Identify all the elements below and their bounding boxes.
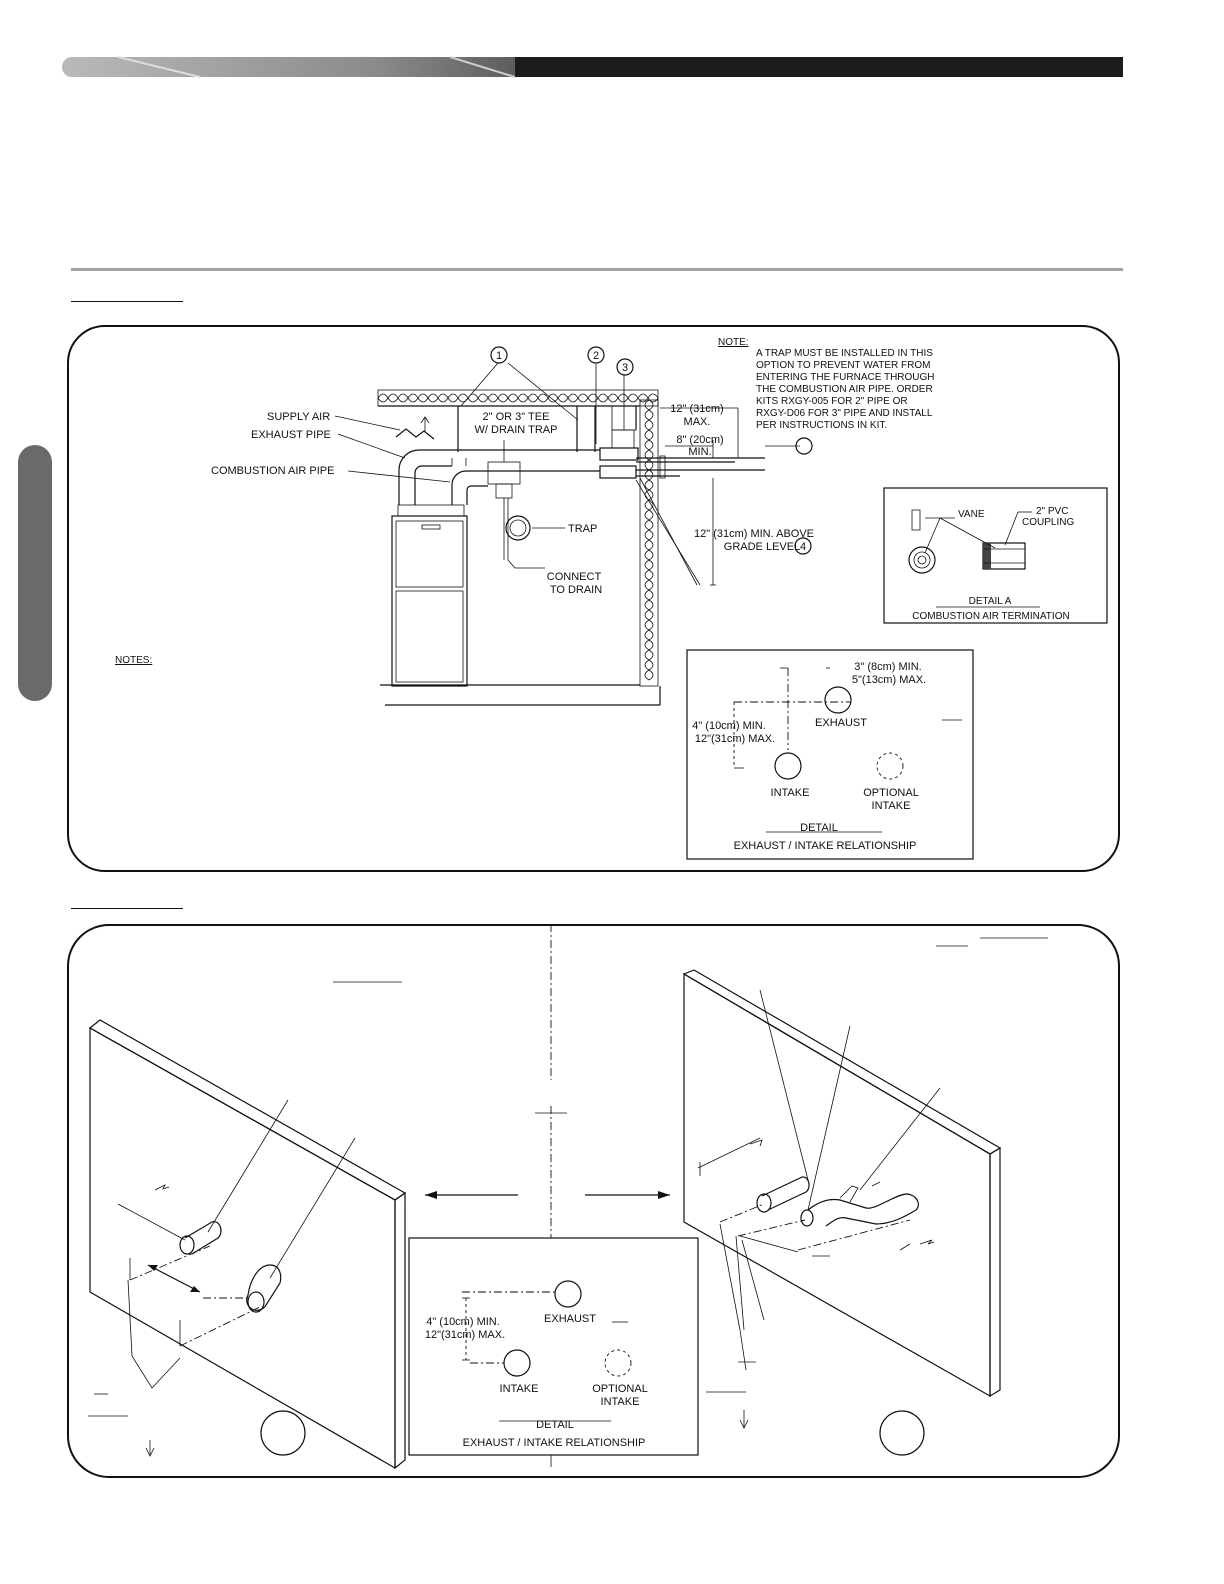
rel1-subtitle: EXHAUST / INTAKE RELATIONSHIP <box>734 840 917 852</box>
rel2-optional-line1: OPTIONAL <box>592 1383 648 1395</box>
rel2-vertical-line1: 4" (10cm) MIN. <box>426 1316 500 1328</box>
rel1-spacing-line1: 3" (8cm) MIN. <box>854 661 921 673</box>
wall-insulation <box>639 399 659 687</box>
header-banner <box>62 56 1123 78</box>
relationship-detail-box-1: 3" (8cm) MIN. 5"(13cm) MAX. EXHAUST 4" (… <box>686 649 974 860</box>
rel1-intake: INTAKE <box>771 787 810 799</box>
min8-label-line1: 8" (20cm) <box>676 434 723 446</box>
tee-label-line1: 2" OR 3" TEE <box>483 411 550 423</box>
marker-2 <box>587 346 605 364</box>
rel2-title: DETAIL <box>536 1419 574 1431</box>
rel1-vertical-line1: 4" (10cm) MIN. <box>692 720 766 732</box>
rel1-optional-line2: INTAKE <box>872 800 911 812</box>
marker-3-label: 3 <box>622 362 628 374</box>
max12-label-line2: MAX. <box>684 416 711 428</box>
side-tab <box>18 445 52 701</box>
note-line-7: PER INSTRUCTIONS IN KIT. <box>756 420 887 431</box>
grade-level-label-line1: 12" (31cm) MIN. ABOVE <box>694 528 814 540</box>
tee-label-line2: W/ DRAIN TRAP <box>475 424 558 436</box>
min8-label-line2: MIN. <box>688 446 711 458</box>
marker-1 <box>490 346 508 364</box>
supply-air-label: SUPPLY AIR <box>267 411 330 423</box>
grade-level-label-line2: GRADE LEVEL <box>724 541 800 553</box>
detail-a-subtitle: COMBUSTION AIR TERMINATION <box>912 611 1069 622</box>
rel1-vertical-line2: 12"(31cm) MAX. <box>695 733 775 745</box>
rel1-optional-line1: OPTIONAL <box>863 787 919 799</box>
detail-a-vane: VANE <box>958 509 985 520</box>
figure-2-caption-underline <box>71 908 183 909</box>
notes-heading: NOTES: <box>115 655 152 666</box>
ceiling-insulation <box>377 389 659 407</box>
figure-2-drawing: EXHAUST 4" (10cm) MIN. 12"(31cm) MAX. IN… <box>88 924 1048 1470</box>
furnace-unit <box>391 504 468 687</box>
note-line-2: OPTION TO PREVENT WATER FROM <box>756 360 930 371</box>
marker-1-label: 1 <box>496 350 502 362</box>
marker-4 <box>794 537 812 555</box>
rel2-intake: INTAKE <box>500 1383 539 1395</box>
detail-a-coupling-line1: 2" PVC <box>1036 506 1068 517</box>
section-divider <box>71 268 1123 271</box>
detail-a-title: DETAIL A <box>969 596 1012 607</box>
note-line-3: ENTERING THE FURNACE THROUGH <box>756 372 935 383</box>
rel2-optional-line2: INTAKE <box>601 1396 640 1408</box>
figure-1-drawing: 1 2 3 4 SUPPLY AIR EXHAUST PIPE COMBUSTI… <box>115 337 1108 860</box>
rel1-spacing-line2: 5"(13cm) MAX. <box>852 674 926 686</box>
detail-a-box: VANE 2" PVC COUPLING DETAIL A COMBUSTION… <box>883 487 1108 624</box>
right-wall <box>612 937 1048 1456</box>
rel1-exhaust: EXHAUST <box>815 717 867 729</box>
rel2-subtitle: EXHAUST / INTAKE RELATIONSHIP <box>463 1437 646 1449</box>
note-line-1: A TRAP MUST BE INSTALLED IN THIS <box>756 348 933 359</box>
marker-3 <box>616 358 634 376</box>
figure-1-caption-underline <box>71 301 183 302</box>
note-line-5: KITS RXGY-005 FOR 2" PIPE OR <box>756 396 908 407</box>
marker-2-label: 2 <box>593 350 599 362</box>
detail-a-coupling-line2: COUPLING <box>1022 517 1074 528</box>
left-wall <box>88 981 407 1470</box>
figure-1-panel <box>67 325 1120 872</box>
max12-label-line1: 12" (31cm) <box>670 403 723 415</box>
rel2-vertical-line2: 12"(31cm) MAX. <box>425 1329 505 1341</box>
figure-2-panel <box>67 924 1120 1478</box>
note-heading: NOTE: <box>718 337 749 348</box>
connect-label-line2: TO DRAIN <box>550 584 602 596</box>
note-line-6: RXGY-D06 FOR 3" PIPE AND INSTALL <box>756 408 933 419</box>
exhaust-pipe-label: EXHAUST PIPE <box>251 429 331 441</box>
connect-label-line1: CONNECT <box>547 571 602 583</box>
note-line-4: THE COMBUSTION AIR PIPE. ORDER <box>756 384 933 395</box>
combustion-air-pipe-label: COMBUSTION AIR PIPE <box>211 465 334 477</box>
rel1-title: DETAIL <box>800 822 838 834</box>
trap-label: TRAP <box>568 523 597 535</box>
relationship-detail-box-2: EXHAUST 4" (10cm) MIN. 12"(31cm) MAX. IN… <box>408 1237 699 1456</box>
marker-4-label: 4 <box>800 541 806 553</box>
rel2-exhaust: EXHAUST <box>544 1313 596 1325</box>
